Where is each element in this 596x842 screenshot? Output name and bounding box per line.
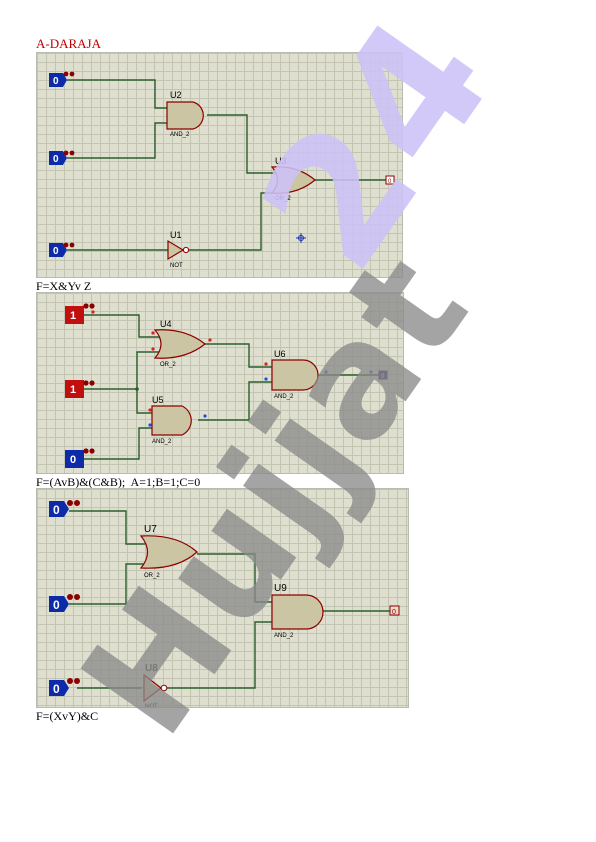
gate-u9-and[interactable]: U9 AND_2 <box>271 583 324 639</box>
input-c-value: 0 <box>53 682 60 696</box>
input-c[interactable]: 0 <box>65 448 95 468</box>
gate-u1-type: NOT <box>170 263 183 269</box>
gate-u9-ref: U9 <box>274 583 287 594</box>
gate-u7-ref: U7 <box>144 524 157 535</box>
circuit-2-schematic: 1 1 0 U4 OR_2 U5 AND_2 U6 AND_2 <box>36 292 404 474</box>
input-b-value: 1 <box>70 384 76 396</box>
gate-u2-ref: U2 <box>170 90 182 100</box>
gate-u6-ref: U6 <box>274 349 286 359</box>
input-x-value: 0 <box>53 503 60 517</box>
gate-u6-type: AND_2 <box>274 394 294 400</box>
formula-circuit-1: F=X&Yv Z <box>36 279 92 293</box>
input-z[interactable]: 0 <box>49 242 75 257</box>
gate-u1-ref: U1 <box>170 230 182 240</box>
logic-state-dots <box>91 310 373 427</box>
formula-circuit-2: F=(AvB)&(C&B); A=1;B=1;C=0 <box>36 475 201 489</box>
input-y-value: 0 <box>53 154 59 165</box>
gate-u3-ref: U3 <box>275 156 287 166</box>
input-c[interactable]: 0 <box>49 678 80 696</box>
origin-marker-icon <box>296 233 306 243</box>
gate-u4-type: OR_2 <box>160 362 176 368</box>
gate-u5-ref: U5 <box>152 395 164 405</box>
output-value: 0 <box>381 374 385 380</box>
gate-u9-type: AND_2 <box>274 633 294 639</box>
gate-u5-and[interactable]: U5 AND_2 <box>151 395 192 445</box>
circuit-3-schematic: 0 0 0 U7 OR_2 U9 AND_2 U8 NOT <box>36 488 409 708</box>
input-x[interactable]: 0 <box>49 500 80 517</box>
gate-u3-or[interactable]: U3 OR_2 <box>270 156 316 202</box>
gate-u1-not[interactable]: U1 NOT <box>167 230 190 269</box>
input-b[interactable]: 1 <box>65 380 95 398</box>
gate-u2-type: AND_2 <box>170 132 190 138</box>
output-probe: 0 <box>389 605 400 616</box>
gate-u8-type: NOT <box>145 704 158 707</box>
gate-u8-not[interactable]: U8 NOT <box>143 663 168 707</box>
gate-u8-ref: U8 <box>145 663 158 674</box>
input-a-value: 1 <box>70 310 76 322</box>
formula-circuit-3: F=(XvY)&C <box>36 709 99 723</box>
gate-u2-and[interactable]: U2 AND_2 <box>166 90 204 138</box>
input-z-value: 0 <box>53 246 59 257</box>
input-a[interactable]: 1 <box>65 303 95 324</box>
input-c-value: 0 <box>70 454 76 466</box>
circuit-1-schematic: 0 0 0 U2 AND_2 U3 OR_2 U1 NOT <box>36 52 403 278</box>
page-title: A-DARAJA <box>36 36 101 51</box>
output-probe: 0 <box>385 175 395 185</box>
input-y[interactable]: 0 <box>49 594 80 612</box>
gate-u3-type: OR_2 <box>275 196 291 202</box>
gate-u7-type: OR_2 <box>144 573 160 579</box>
output-value: 0 <box>388 179 392 185</box>
gate-u6-and[interactable]: U6 AND_2 <box>271 349 319 400</box>
gate-u4-or[interactable]: U4 OR_2 <box>153 319 206 368</box>
output-probe: 0 <box>378 370 388 380</box>
input-y-value: 0 <box>53 598 60 612</box>
gate-u5-type: AND_2 <box>152 439 172 445</box>
gate-u7-or[interactable]: U7 OR_2 <box>139 524 198 579</box>
input-y[interactable]: 0 <box>49 150 75 165</box>
gate-u4-ref: U4 <box>160 319 172 329</box>
input-x-value: 0 <box>53 76 59 87</box>
output-value: 0 <box>392 609 396 616</box>
input-x[interactable]: 0 <box>49 71 75 87</box>
